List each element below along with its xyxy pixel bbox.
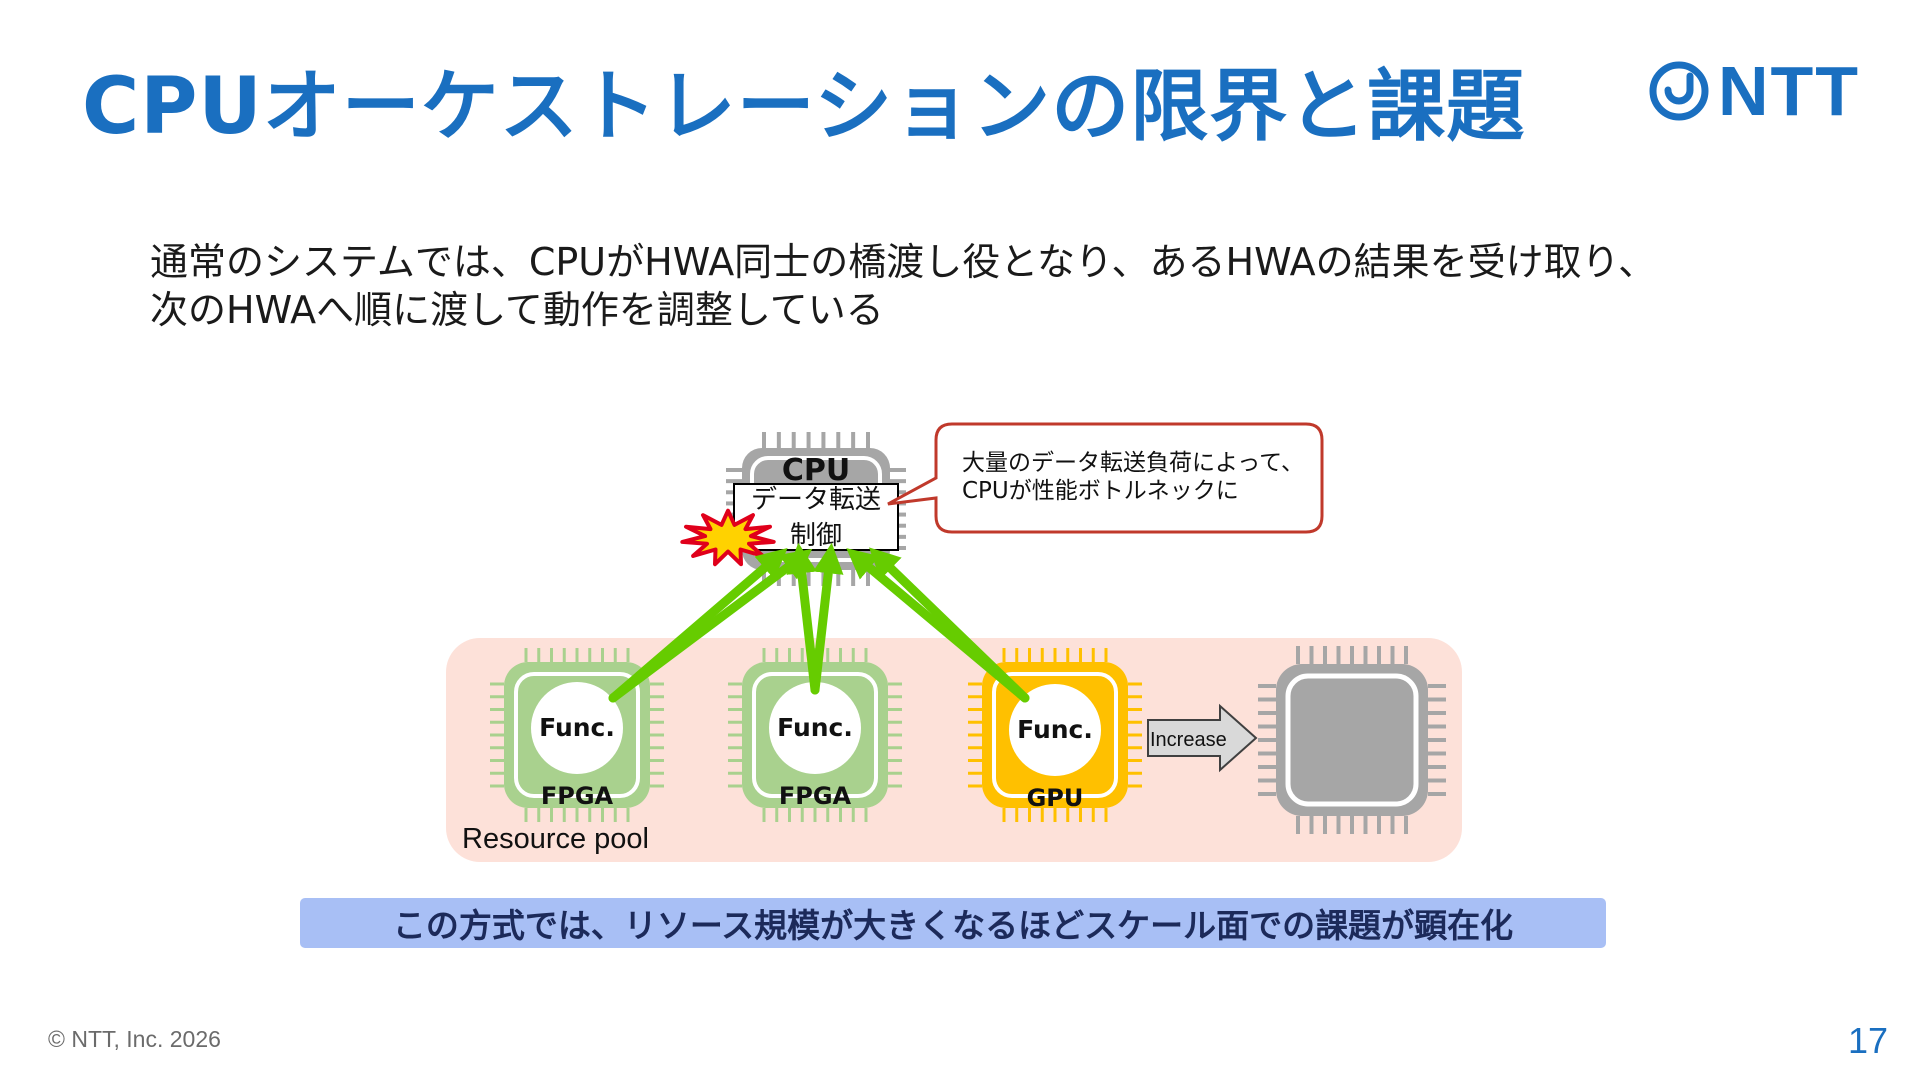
intro-line-1: 通常のシステムでは、CPUがHWA同士の橋渡し役となり、あるHWAの結果を受け取… xyxy=(150,240,1657,284)
burst-icon xyxy=(680,508,776,567)
chip-type-label: GPU xyxy=(1027,784,1084,812)
data-arrow xyxy=(810,542,844,695)
chip-func-label: Func. xyxy=(777,713,853,742)
callout-bubble xyxy=(887,422,1324,534)
data-arrow xyxy=(868,547,1030,703)
chip-gpu: Func. GPU xyxy=(968,648,1142,822)
data-arrow xyxy=(786,542,820,695)
intro-line-2: 次のHWAへ順に渡して動作を調整している xyxy=(150,288,884,332)
conclusion-text: この方式では、リソース規模が大きくなるほどスケール面での課題が顕在化 xyxy=(392,906,1514,945)
callout-line-1: 大量のデータ転送負荷によって、 xyxy=(962,450,1304,476)
cpu-control-line-1: データ転送 xyxy=(751,485,881,515)
chip-fpga-2: Func. FPGA xyxy=(728,648,902,822)
copyright-footer: © NTT, Inc. 2026 xyxy=(48,1026,221,1052)
intro-text: 通常のシステムでは、CPUがHWA同士の橋渡し役となり、あるHWAの結果を受け取… xyxy=(150,238,1790,334)
callout-line-2: CPUが性能ボトルネックに xyxy=(962,478,1239,504)
conclusion-banner: この方式では、リソース規模が大きくなるほどスケール面での課題が顕在化 xyxy=(300,898,1606,948)
increase-label: Increase xyxy=(1150,729,1227,751)
chip-type-label: FPGA xyxy=(779,782,852,810)
chip-type-label: FPGA xyxy=(541,782,614,810)
chip-func-label: Func. xyxy=(539,713,615,742)
resource-pool-label: Resource pool xyxy=(462,823,649,855)
chip-func-label: Func. xyxy=(1017,715,1093,744)
cpu-control-line-2: 制御 xyxy=(790,521,842,551)
ntt-logo: NTT xyxy=(1648,56,1860,126)
ntt-logo-icon xyxy=(1649,61,1709,121)
resource-pool xyxy=(446,638,1462,862)
increase-arrow xyxy=(1147,703,1258,773)
page-number: 17 xyxy=(1848,1020,1889,1061)
logo-text: NTT xyxy=(1718,52,1861,130)
data-arrow xyxy=(608,548,813,703)
page-title: CPUオーケストレーションの限界と課題 xyxy=(82,62,1526,152)
cpu-control-box xyxy=(733,483,899,551)
cpu-label: CPU xyxy=(782,453,850,488)
chip-icon xyxy=(1258,646,1446,834)
